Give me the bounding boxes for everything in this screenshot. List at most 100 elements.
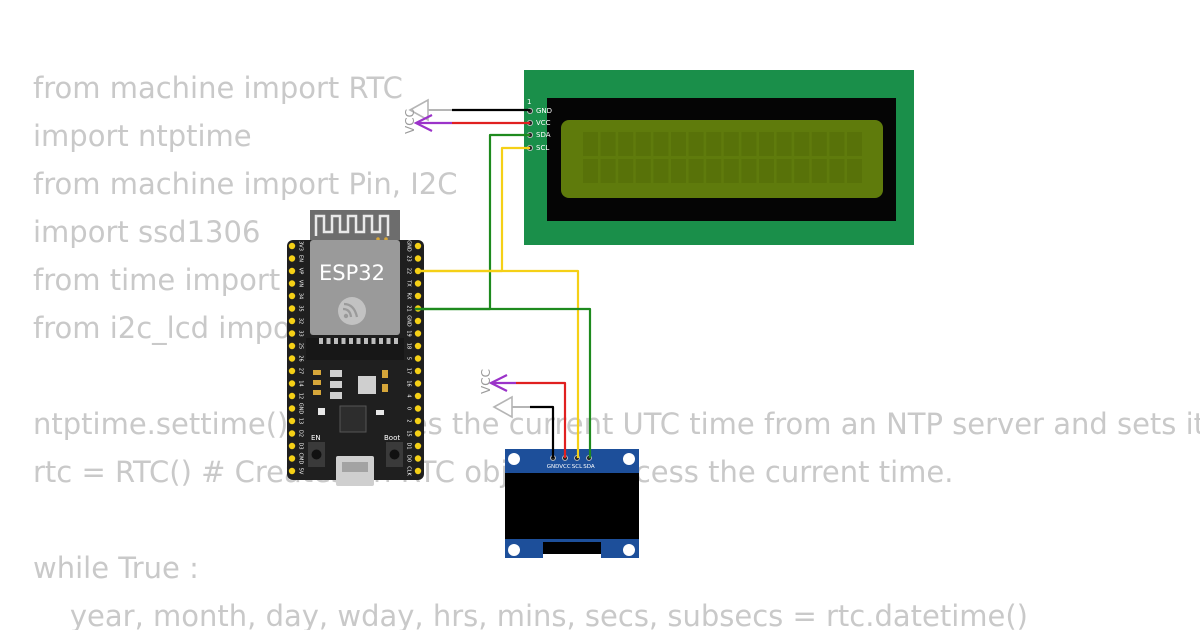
pin-label: EN — [298, 255, 304, 262]
header-pin[interactable] — [288, 317, 296, 325]
header-pin[interactable] — [414, 455, 422, 462]
pin-label: 32 — [298, 318, 304, 324]
lcd-char-cell — [635, 132, 651, 156]
vcc-label: VCC — [403, 109, 417, 134]
pin-label: 34 — [298, 293, 304, 299]
header-pin[interactable] — [414, 355, 422, 362]
pin-label: D1 — [406, 442, 412, 449]
header-pin[interactable] — [414, 280, 422, 287]
pin-label: 26 — [298, 355, 304, 361]
esp32-antenna-pad — [376, 237, 380, 241]
pin-label: 4 — [406, 394, 412, 397]
lcd-char-cell — [653, 132, 669, 156]
header-pin[interactable] — [288, 380, 296, 387]
pin-label: 13 — [298, 418, 304, 424]
header-pin[interactable] — [288, 417, 296, 425]
header-pin[interactable] — [414, 442, 422, 450]
oled-power-symbols: VCC — [479, 369, 530, 419]
header-pin[interactable] — [288, 430, 296, 437]
pin-label: 16 — [406, 380, 412, 386]
header-pin[interactable] — [414, 255, 422, 262]
code-line: from machine import RTC — [33, 71, 403, 105]
lcd-char-cell — [794, 132, 810, 156]
oled-pin-label: VCC — [559, 464, 571, 470]
header-pin[interactable] — [288, 392, 296, 400]
header-pin[interactable] — [288, 280, 296, 287]
header-pin[interactable] — [288, 467, 296, 475]
header-pin[interactable] — [414, 342, 422, 350]
lcd-char-cell — [706, 159, 722, 183]
header-pin[interactable] — [288, 305, 296, 312]
header-pin[interactable] — [288, 242, 296, 250]
lcd-char-cell — [776, 132, 792, 156]
lcd-char-cell — [794, 159, 810, 183]
oled-pin-label: GND — [547, 464, 560, 470]
lcd-char-cell — [671, 132, 686, 156]
lcd-char-cell — [688, 132, 704, 156]
lcd-char-cell — [583, 132, 598, 156]
header-pin[interactable] — [288, 355, 296, 362]
pin-label: 0 — [406, 407, 412, 410]
header-pin[interactable] — [288, 455, 296, 462]
header-pin[interactable] — [288, 442, 296, 450]
header-pin[interactable] — [288, 255, 296, 262]
code-line: while True : — [33, 551, 199, 585]
header-pin[interactable] — [414, 380, 422, 387]
header-pin[interactable] — [414, 392, 422, 400]
pin-label: 33 — [298, 330, 304, 336]
pin-label: 17 — [406, 368, 412, 374]
oled-mount-hole — [508, 544, 520, 556]
espressif-logo-icon — [338, 297, 366, 325]
pin-label: TX — [406, 279, 412, 287]
oled-screen — [505, 473, 639, 539]
header-pin[interactable] — [414, 330, 422, 337]
castellation-pad — [379, 338, 383, 344]
pin-label: D0 — [406, 455, 412, 462]
pin-label: 35 — [298, 305, 304, 311]
pin-label: CMD — [298, 453, 304, 465]
header-pin[interactable] — [414, 317, 422, 325]
header-pin[interactable] — [414, 430, 422, 437]
lcd-pin-label: VCC — [536, 119, 551, 127]
lcd-char-cell — [671, 159, 686, 183]
esp32-module-shield — [310, 240, 400, 335]
lcd-char-cell — [600, 132, 616, 156]
smd-component — [330, 370, 342, 377]
lcd1602-module[interactable]: 1 GND VCC SDA SCL — [524, 70, 914, 245]
oled-ssd1306-module[interactable]: GND VCC SCL SDA — [505, 449, 639, 558]
lcd-char-cell — [847, 132, 862, 156]
header-pin[interactable] — [288, 405, 296, 412]
header-pin[interactable] — [414, 405, 422, 412]
usb-uart-chip — [339, 405, 367, 433]
oled-pin-label: SDA — [583, 464, 595, 470]
header-pin[interactable] — [414, 292, 422, 300]
header-pin[interactable] — [288, 267, 296, 275]
header-pin[interactable] — [414, 417, 422, 425]
castellation-pad — [386, 338, 391, 344]
header-pin[interactable] — [414, 242, 422, 250]
header-pin[interactable] — [288, 330, 296, 337]
wiring — [415, 108, 592, 458]
pin-label: VP — [298, 268, 304, 274]
header-pin[interactable] — [414, 367, 422, 375]
lcd-char-cell — [741, 132, 757, 156]
castellation-pad — [356, 338, 361, 344]
castellation-pad — [349, 338, 353, 344]
oled-mount-hole — [508, 453, 520, 465]
lcd-char-cell — [635, 159, 651, 183]
lcd-pin1-marker: 1 — [527, 98, 531, 106]
boot-button-cap[interactable] — [389, 449, 400, 460]
pin-label: RX — [406, 293, 412, 300]
header-pin[interactable] — [288, 342, 296, 350]
en-button-cap[interactable] — [311, 449, 322, 460]
castellation-pad — [364, 338, 368, 344]
pin-label: 12 — [298, 393, 304, 399]
header-pin[interactable] — [414, 467, 422, 475]
header-pin[interactable] — [288, 292, 296, 300]
esp32-castellations — [319, 338, 398, 344]
header-pin[interactable] — [288, 367, 296, 375]
code-line: year, month, day, wday, hrs, mins, secs,… — [33, 599, 1028, 630]
pin-label: 19 — [406, 330, 412, 336]
